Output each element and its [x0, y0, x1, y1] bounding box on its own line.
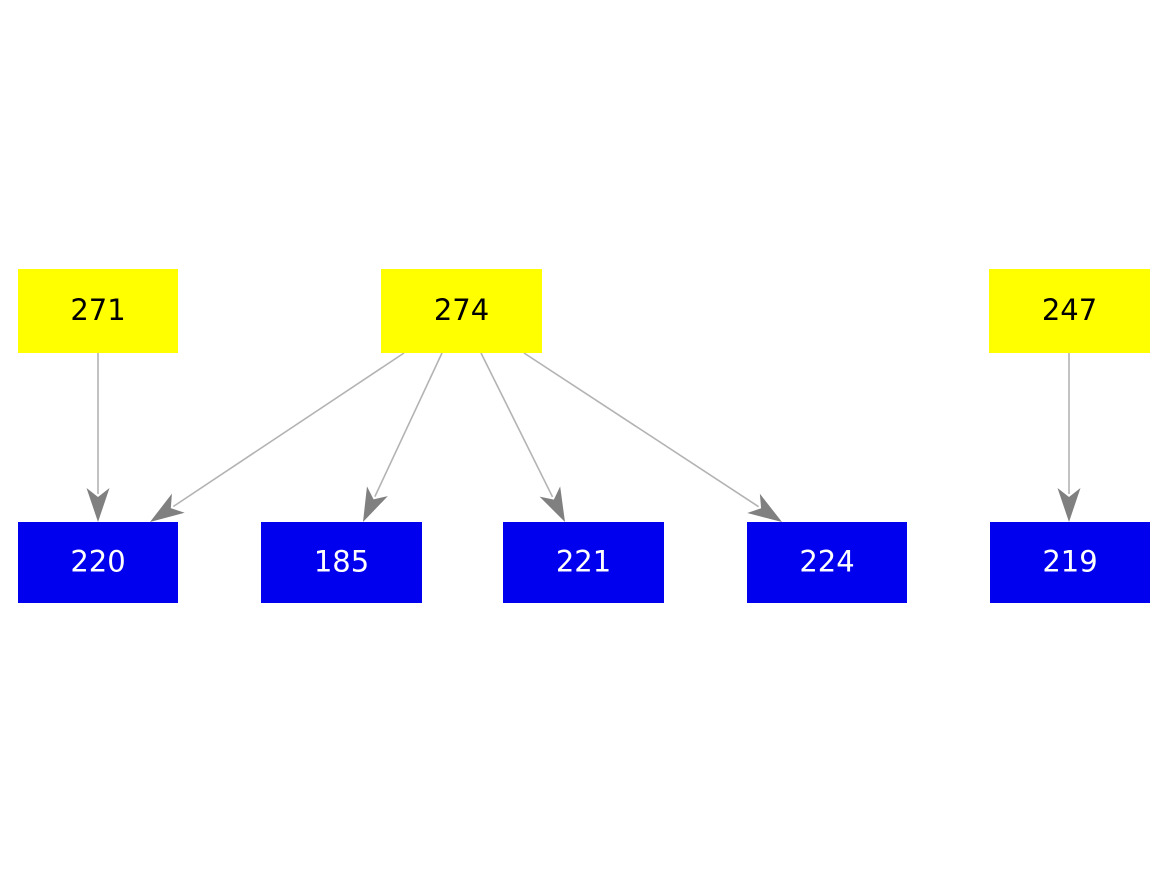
- node-220[interactable]: 220: [18, 522, 178, 603]
- node-label: 185: [314, 545, 369, 579]
- edge-274-to-185: [363, 352, 443, 522]
- node-label: 224: [799, 545, 854, 579]
- node-box[interactable]: [18, 522, 178, 603]
- node-box[interactable]: [747, 522, 907, 603]
- node-label: 274: [434, 293, 489, 327]
- node-box[interactable]: [381, 269, 542, 353]
- edge-274-to-224: [523, 352, 782, 522]
- arrowhead-icon: [150, 493, 185, 522]
- node-224[interactable]: 224: [747, 522, 907, 603]
- edge-274-to-220: [150, 352, 405, 522]
- node-label: 271: [70, 293, 125, 327]
- node-label: 221: [556, 545, 611, 579]
- node-box[interactable]: [261, 522, 422, 603]
- node-219[interactable]: 219: [990, 522, 1150, 603]
- arrowhead-icon: [1057, 488, 1081, 522]
- node-label: 247: [1042, 293, 1097, 327]
- node-label: 220: [70, 545, 125, 579]
- edge-271-to-220: [86, 353, 110, 522]
- arrowhead-icon: [363, 486, 388, 522]
- node-271[interactable]: 271: [18, 269, 178, 353]
- node-box[interactable]: [989, 269, 1150, 353]
- node-274[interactable]: 274: [381, 269, 542, 353]
- edge-line: [480, 352, 554, 498]
- arrowhead-icon: [539, 486, 565, 522]
- edge-247-to-219: [1057, 353, 1081, 522]
- node-box[interactable]: [503, 522, 664, 603]
- node-247[interactable]: 247: [989, 269, 1150, 353]
- node-221[interactable]: 221: [503, 522, 664, 603]
- edge-line: [172, 352, 405, 508]
- arrowhead-icon: [747, 493, 782, 522]
- edge-274-to-221: [480, 352, 565, 522]
- arrowhead-icon: [86, 488, 110, 522]
- edge-line: [374, 352, 443, 497]
- edges-layer: [86, 352, 1081, 522]
- node-185[interactable]: 185: [261, 522, 422, 603]
- edge-line: [523, 352, 760, 508]
- node-box[interactable]: [990, 522, 1150, 603]
- node-box[interactable]: [18, 269, 178, 353]
- nodes-layer: 271 274 247 220 185 221 224 219: [18, 269, 1150, 603]
- node-label: 219: [1042, 545, 1097, 579]
